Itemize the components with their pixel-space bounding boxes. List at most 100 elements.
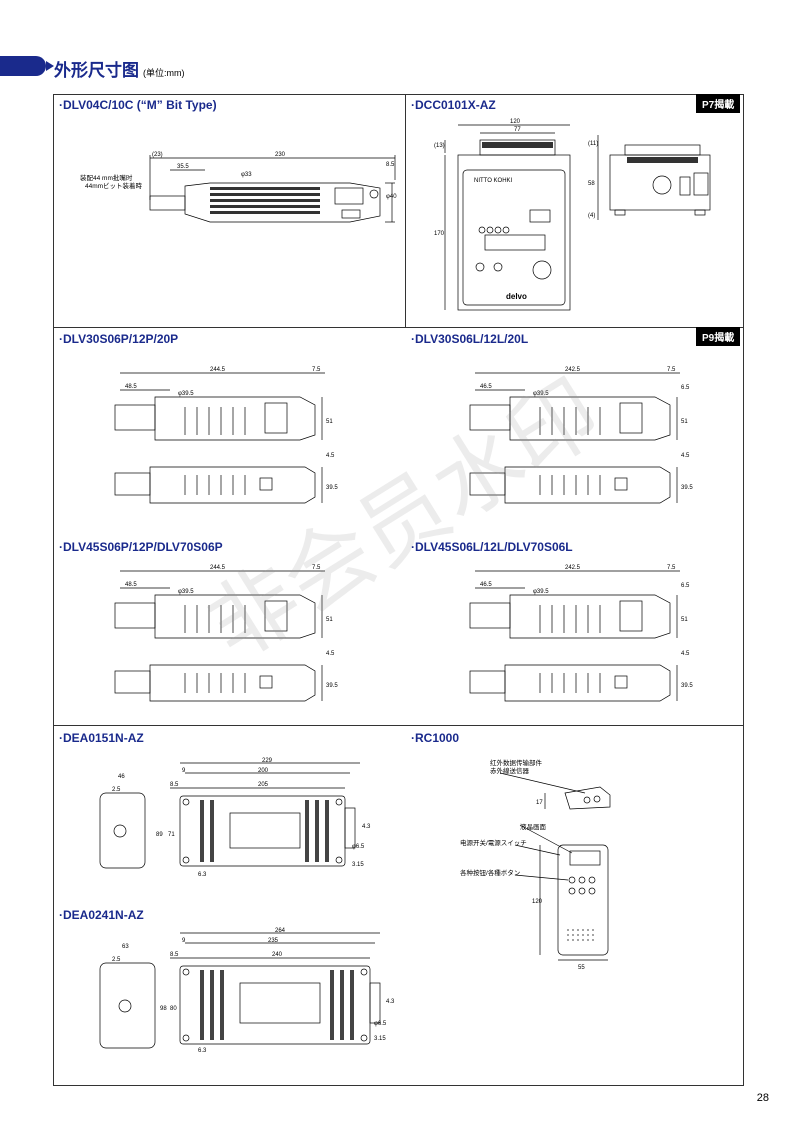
dim-39-5: 39.5 [681, 683, 693, 689]
dim-h58: 58 [588, 181, 595, 187]
section-s45l: ·DLV45S06L/12L/DLV70S06L [411, 540, 573, 554]
dim-phi2: φ40 [386, 194, 397, 200]
dim-h4: (4) [588, 213, 595, 219]
dim-phi: φ33 [241, 172, 252, 178]
dea151-drawing: 46 2.5 229 9 200 8.5 205 89 71 4.3 6.3 φ… [99, 758, 371, 878]
dim-phi: φ6.5 [352, 844, 365, 850]
dim-nose: 48.5 [125, 582, 137, 588]
dim-8-5: 8.5 [170, 952, 179, 958]
rc-label-ir: 红外数据传输部件 [490, 758, 543, 767]
drawing-frame [53, 94, 744, 1086]
dim-98: 98 [160, 1006, 167, 1012]
dim-4-5: 4.5 [326, 453, 335, 459]
dim-6-3: 6.3 [198, 872, 207, 878]
dim-phi: φ39.5 [178, 589, 194, 595]
dim-length: 244.5 [210, 367, 226, 373]
dim-3-15: 3.15 [352, 862, 364, 868]
dlv04-note1: 装配44 mm批嘴时 [80, 173, 133, 182]
s45p-drawing: 244.5 48.5 7.5 φ39.5 51 4.5 39.5 [114, 565, 338, 702]
dim-2-5: 2.5 [112, 957, 121, 963]
rc-label-buttons: 各种按钮/各種ボタン [460, 868, 520, 877]
section-dea241: ·DEA0241N-AZ [59, 908, 144, 922]
section-rc: ·RC1000 [411, 731, 460, 745]
dim-39-5: 39.5 [326, 683, 338, 689]
dim-height: 51 [681, 419, 688, 425]
dim-phi: φ39.5 [533, 589, 549, 595]
dim-nose: 46.5 [480, 384, 492, 390]
dlv04-note2: 44mmビット装着時 [85, 181, 143, 190]
dim-end: 7.5 [312, 367, 321, 373]
page-number: 28 [756, 1092, 769, 1104]
rc-drawing: 红外数据传输部件 赤外線送信器 液晶画面 电源开关/電源スイッチ 各种按钮/各種… [460, 758, 611, 971]
section-tab-marker [0, 56, 54, 76]
dim-205: 205 [258, 782, 269, 788]
dim-63w: 63 [122, 944, 129, 950]
dim-240: 240 [272, 952, 283, 958]
dim-120: 120 [532, 899, 543, 905]
row-divider [53, 327, 743, 328]
dim-80: 80 [170, 1006, 177, 1012]
dim-9: 9 [182, 938, 186, 944]
dim-6-5: 6.5 [681, 385, 690, 391]
dim-end: 7.5 [312, 565, 321, 571]
dea241-drawing: 63 2.5 264 9 235 8.5 240 98 80 4.3 6.3 φ… [99, 928, 395, 1054]
section-s30p: ·DLV30S06P/12P/20P [59, 332, 179, 346]
dim-3-15: 3.15 [374, 1036, 386, 1042]
p7-badge: P7揭載 [696, 94, 741, 113]
dim-4-5: 4.5 [681, 453, 690, 459]
section-s45p: ·DLV45S06P/12P/DLV70S06P [59, 540, 223, 554]
dim-4-5: 4.5 [326, 651, 335, 657]
dim-89: 89 [156, 832, 163, 838]
dim-w2: 77 [514, 127, 521, 133]
dim-tip: (23) [152, 152, 163, 158]
dcc-drawing: 120 77 (13) 170 (11) 58 (4) NITTO KOHKI … [434, 119, 711, 311]
dim-71: 71 [168, 832, 175, 838]
dim-9: 9 [182, 768, 186, 774]
dim-4-3: 4.3 [362, 824, 371, 830]
page-title: 外形尺寸图(单位:mm) [54, 61, 185, 80]
unit-label: (单位:mm) [143, 68, 185, 78]
dim-length: 242.5 [565, 565, 581, 571]
section-dcc: ·DCC0101X-AZ [411, 98, 496, 112]
dim-nose: 35.5 [177, 164, 189, 170]
dim-h170: 170 [434, 231, 445, 237]
dim-h13: (13) [434, 143, 445, 149]
dim-55: 55 [578, 965, 585, 971]
section-dlv04: ·DLV04C/10C (“M” Bit Type) [59, 98, 217, 112]
dim-39-5: 39.5 [681, 485, 693, 491]
dlv04-drawing: (23) 230 35.5 8.5 φ33 φ40 装配44 mm批嘴时 44m… [80, 152, 397, 223]
dim-length: 242.5 [565, 367, 581, 373]
dim-phi: φ39.5 [178, 391, 194, 397]
row-divider [53, 725, 743, 726]
rc-label-lcd: 液晶画面 [520, 822, 547, 831]
dim-end: 7.5 [667, 565, 676, 571]
dcc-logo: delvo [506, 292, 527, 301]
col-divider [405, 94, 406, 327]
dim-2-5: 2.5 [112, 787, 121, 793]
dim-229: 229 [262, 758, 273, 764]
dcc-brand: NITTO KOHKI [474, 178, 513, 184]
dim-4-5: 4.5 [681, 651, 690, 657]
section-dea151: ·DEA0151N-AZ [59, 731, 144, 745]
dim-height: 51 [326, 617, 333, 623]
dim-end: 7.5 [667, 367, 676, 373]
section-s30l: ·DLV30S06L/12L/20L [411, 332, 529, 346]
p9-badge: P9揭載 [696, 327, 741, 346]
dim-6-5: 6.5 [681, 583, 690, 589]
dim-6-3: 6.3 [198, 1048, 207, 1054]
dim-length: 244.5 [210, 565, 226, 571]
dim-h1: 8.5 [386, 162, 395, 168]
dim-nose: 48.5 [125, 384, 137, 390]
dim-w1: 120 [510, 119, 521, 125]
dim-phi: φ39.5 [533, 391, 549, 397]
dim-235: 235 [268, 938, 279, 944]
dim-height: 51 [326, 419, 333, 425]
dim-264: 264 [275, 928, 286, 934]
dim-4-3: 4.3 [386, 999, 395, 1005]
dim-46: 46 [118, 774, 125, 780]
dim-nose: 46.5 [480, 582, 492, 588]
rc-label-ir-jp: 赤外線送信器 [490, 766, 530, 775]
dim-h11: (11) [588, 141, 598, 147]
